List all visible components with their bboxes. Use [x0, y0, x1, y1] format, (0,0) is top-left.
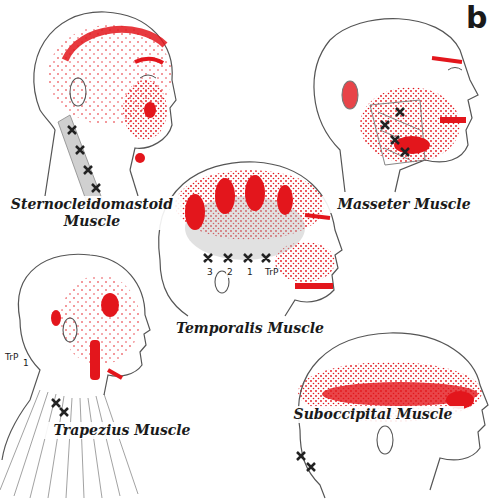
callout-number: 1	[246, 267, 254, 278]
temporalis-head	[159, 162, 342, 316]
trapezius-head	[0, 254, 150, 498]
callout-number: 2	[226, 267, 234, 278]
muscle-caption: Sternocleidomastoid Muscle	[2, 196, 182, 230]
callout-number: TrP	[4, 352, 19, 363]
muscle-caption: Masseter Muscle	[322, 196, 486, 213]
callout-number: TrP	[264, 267, 279, 278]
callout-number: 1	[22, 358, 30, 369]
masseter-head	[314, 19, 478, 192]
muscle-caption: Temporalis Muscle	[168, 320, 332, 337]
panel-letter: b	[466, 0, 487, 36]
callout-number: 3	[206, 267, 214, 278]
muscle-caption: Trapezius Muscle	[40, 422, 204, 439]
muscle-caption: Suboccipital Muscle	[282, 406, 464, 423]
